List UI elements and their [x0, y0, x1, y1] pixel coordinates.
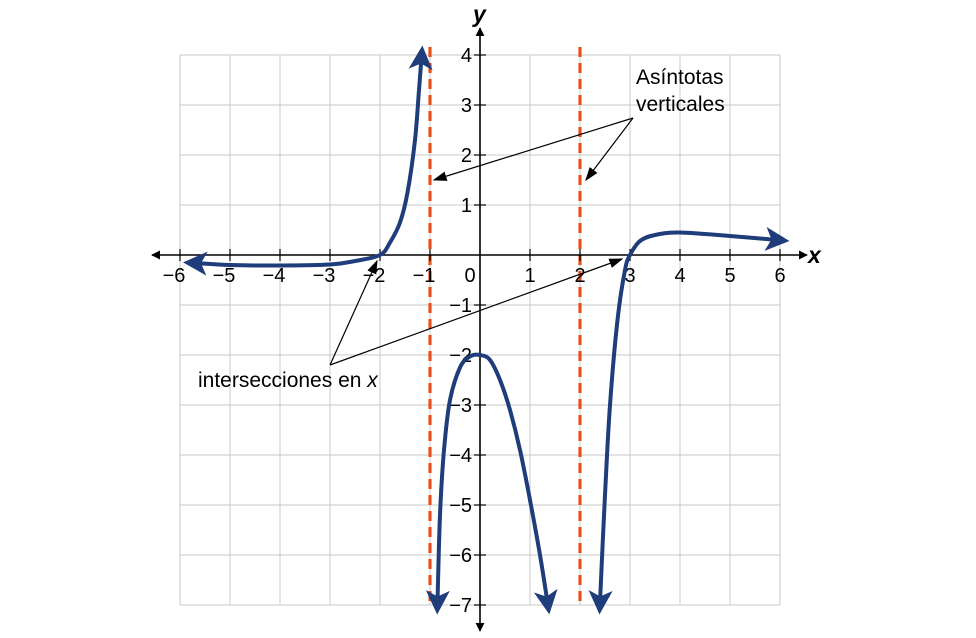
curve-branch-2: [425, 352, 558, 615]
x-tick-label-6: 6: [774, 265, 785, 287]
annotation-asymptotes-line1: Asíntotas: [636, 66, 724, 89]
y-tick-label--7: −7: [449, 595, 472, 617]
y-axis-label: y: [472, 1, 487, 27]
curve-branch-1: [183, 45, 433, 276]
y-tick-label-4: 4: [461, 45, 472, 67]
y-tick-label--4: −4: [449, 445, 472, 467]
y-tick-label-2: 2: [461, 145, 472, 167]
x-tick-label--1: −1: [413, 265, 436, 287]
x-tick-label-1: 1: [524, 265, 535, 287]
curve-branch-3: [588, 226, 790, 615]
annotation-x-intercepts-italic: x: [366, 369, 379, 392]
x-tick-label--5: −5: [213, 265, 236, 287]
pointer-intercept-right: [329, 258, 624, 366]
y-tick-label--6: −6: [449, 545, 472, 567]
y-tick-label--3: −3: [449, 395, 472, 417]
vertical-asymptotes: [428, 47, 582, 605]
x-tick-label--4: −4: [263, 265, 286, 287]
y-tick-label-1: 1: [461, 195, 472, 217]
y-tick-label-3: 3: [461, 95, 472, 117]
x-tick-label--3: −3: [313, 265, 336, 287]
annotation-x-intercepts-text: intersecciones en: [198, 369, 367, 392]
x-tick-label-0: 0: [464, 265, 475, 287]
annotation-x-intercepts: intersecciones en x: [198, 369, 379, 392]
x-tick-label--6: −6: [163, 265, 186, 287]
annotation-asymptotes-line2: verticales: [636, 93, 725, 116]
pointer-asymptote-right: [585, 117, 634, 182]
y-tick-label--5: −5: [449, 495, 472, 517]
x-tick-label-5: 5: [724, 265, 735, 287]
y-tick-label--1: −1: [449, 295, 472, 317]
pointer-intercept-left: [329, 259, 378, 366]
axes: [151, 27, 808, 632]
x-tick-label-4: 4: [674, 265, 685, 287]
x-tick-label-2: 2: [574, 265, 585, 287]
curves: [183, 45, 790, 615]
x-axis-label: x: [806, 242, 822, 268]
pointer-asymptote-left: [432, 117, 634, 181]
annotation-pointers: [329, 117, 634, 366]
